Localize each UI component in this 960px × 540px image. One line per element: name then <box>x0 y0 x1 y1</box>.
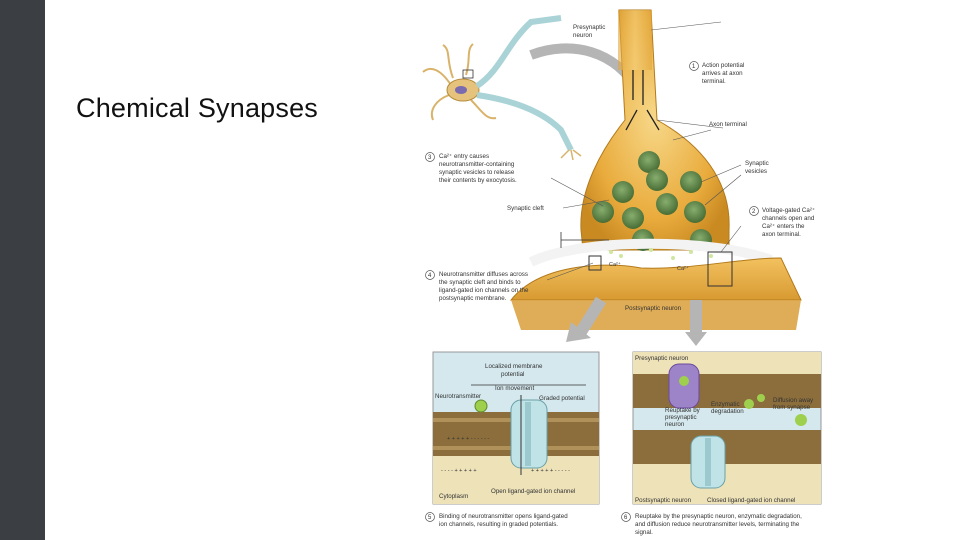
step-3-line-2: neurotransmitter-containing <box>439 161 515 168</box>
step-1-line-1: Action potential <box>702 62 744 69</box>
step-5: 5 Binding of neurotransmitter opens liga… <box>425 512 568 528</box>
step-1: 1 Action potential arrives at axon termi… <box>689 61 744 85</box>
label-open-channel: Open ligand-gated ion channel <box>491 488 575 495</box>
step-3-line-1: Ca²⁺ entry causes <box>439 153 489 160</box>
label-synaptic-cleft: Synaptic cleft <box>507 205 544 212</box>
step-4: 4 Neurotransmitter diffuses across the s… <box>425 270 529 302</box>
step-1-line-3: terminal. <box>702 78 726 85</box>
step-2: 2 Voltage-gated Ca²⁺ channels open and C… <box>749 206 815 238</box>
slide-title: Chemical Synapses <box>76 93 319 123</box>
step-3-number: 3 <box>428 155 432 161</box>
label-localized-potential-2: potential <box>501 371 524 378</box>
inset-open-channel: + + + + + - - - - - - - - - - + + + + + … <box>432 351 600 505</box>
slide-sidebar <box>0 0 45 540</box>
label-reuptake-2: presynaptic <box>665 414 697 421</box>
label-synaptic-vesicles-2: vesicles <box>745 168 767 175</box>
step-6-line-2: and diffusion reduce neurotransmitter le… <box>635 521 800 528</box>
step-6-line-1: Reuptake by the presynaptic neuron, enzy… <box>635 513 802 520</box>
label-closed-channel: Closed ligand-gated ion channel <box>707 497 795 504</box>
step-2-line-1: Voltage-gated Ca²⁺ <box>762 207 815 214</box>
label-graded-potential: Graded potential <box>539 395 585 402</box>
label-postsynaptic-neuron-inset: Postsynaptic neuron <box>635 497 692 504</box>
step-4-line-4: postsynaptic membrane. <box>439 295 507 302</box>
step-2-line-4: axon terminal. <box>762 231 801 238</box>
label-axon-terminal: Axon terminal <box>709 121 747 128</box>
svg-text:- - - - + + + + +: - - - - + + + + + <box>441 468 477 474</box>
label-synaptic-vesicles-1: Synaptic <box>745 160 769 167</box>
label-enzymatic-1: Enzymatic <box>711 401 740 408</box>
step-1-line-2: arrives at axon <box>702 70 743 77</box>
label-presynaptic-neuron-1: Presynaptic <box>573 24 605 31</box>
zoom-arrow-left <box>573 296 607 339</box>
label-diffusion-2: from synapse <box>773 404 811 411</box>
label-presynaptic-neuron-2: neuron <box>573 32 593 39</box>
label-reuptake-3: neuron <box>665 421 685 428</box>
svg-text:+ + + + + - - - - -: + + + + + - - - - - <box>531 468 570 474</box>
axon-terminal-illustration <box>509 9 802 330</box>
label-ion-movement: Ion movement <box>495 385 534 392</box>
step-4-line-1: Neurotransmitter diffuses across <box>439 271 528 278</box>
step-4-line-2: the synaptic cleft and binds to <box>439 279 521 286</box>
step-5-line-1: Binding of neurotransmitter opens ligand… <box>439 513 568 520</box>
step-3-line-3: synaptic vesicles to release <box>439 169 515 176</box>
step-6: 6 Reuptake by the presynaptic neuron, en… <box>621 512 802 536</box>
step-5-line-2: ion channels, resulting in graded potent… <box>439 521 558 528</box>
step-2-line-2: channels open and <box>762 215 815 222</box>
step-2-line-3: Ca²⁺ enters the <box>762 223 805 230</box>
step-6-line-3: signal. <box>635 529 653 536</box>
label-localized-potential-1: Localized membrane <box>485 363 543 370</box>
step-6-number: 6 <box>624 515 628 521</box>
small-neuron-illustration <box>422 15 582 161</box>
label-presynaptic-neuron-inset: Presynaptic neuron <box>635 355 689 362</box>
label-ca-left: Ca²⁺ <box>609 261 621 268</box>
label-ca-right: Ca²⁺ <box>677 265 689 272</box>
step-5-number: 5 <box>428 515 432 521</box>
label-cytoplasm: Cytoplasm <box>439 493 468 500</box>
label-neurotransmitter: Neurotransmitter <box>435 393 481 400</box>
svg-text:+ + + + + - - - - - -: + + + + + - - - - - - <box>447 436 489 442</box>
synapse-diagram: + + + + + - - - - - - - - - - + + + + + … <box>422 9 822 536</box>
label-reuptake-1: Reuptake by <box>665 407 701 414</box>
step-2-number: 2 <box>752 209 756 215</box>
label-enzymatic-2: degradation <box>711 408 744 415</box>
step-3-line-4: their contents by exocytosis. <box>439 177 517 184</box>
label-postsynaptic-neuron: Postsynaptic neuron <box>625 305 682 312</box>
synapse-figure: + + + + + - - - - - - - - - - + + + + + … <box>411 0 841 540</box>
step-1-number: 1 <box>692 64 696 70</box>
step-4-number: 4 <box>428 273 432 279</box>
step-4-line-3: ligand-gated ion channels on the <box>439 287 529 294</box>
step-3: 3 Ca²⁺ entry causes neurotransmitter-con… <box>425 152 517 184</box>
inset-closed-channel <box>632 351 822 505</box>
label-diffusion-1: Diffusion away <box>773 397 814 404</box>
